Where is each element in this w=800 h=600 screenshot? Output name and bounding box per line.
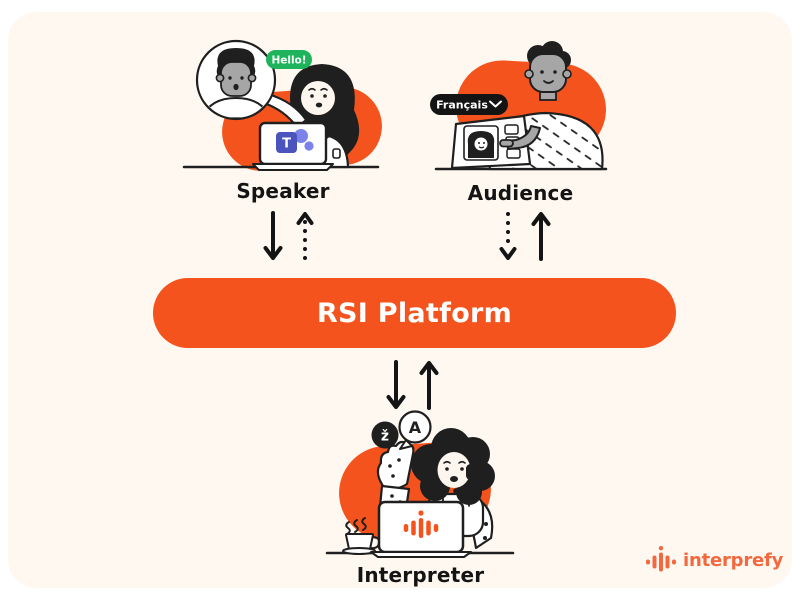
arrow-platform-to-interpreter	[386, 360, 406, 409]
arrow-platform-to-speaker	[296, 212, 314, 260]
arrow-speaker-to-platform	[263, 211, 283, 260]
chevron-down-icon	[489, 100, 502, 108]
video-call-circle	[195, 39, 277, 121]
letter-bubble-text: A	[409, 418, 422, 437]
speaker-label: Speaker	[236, 179, 330, 203]
coffee-cup-icon	[342, 517, 381, 555]
audience-man-head	[524, 41, 572, 93]
language-dropdown-text: Français	[436, 99, 488, 112]
pointing-finger	[499, 139, 514, 148]
interprefy-logo-text: interprefy	[683, 549, 784, 571]
headset-icon	[431, 435, 478, 494]
audience-illustration: Français	[430, 41, 608, 171]
interpreter-laptop-icon	[370, 500, 472, 558]
interpreter-illustration: ž A	[325, 410, 515, 558]
rsi-platform-label: RSI Platform	[316, 297, 513, 329]
speaker-laptop-icon: T	[252, 121, 334, 171]
diagram-card: Hello! T Speaker	[8, 12, 792, 588]
interpreter-label: Interpreter	[356, 563, 485, 587]
interprefy-soundwave-icon	[646, 546, 676, 572]
arrow-interpreter-to-platform	[419, 361, 439, 410]
hello-bubble: Hello!	[266, 50, 312, 69]
audience-label: Audience	[467, 181, 574, 205]
interpreter-node: ž A Interpreter	[323, 410, 518, 587]
arrow-platform-to-audience	[499, 212, 517, 260]
speaker-illustration: Hello! T	[182, 39, 382, 171]
hello-bubble-text: Hello!	[271, 55, 306, 67]
language-bubble-glyph: ž	[381, 429, 389, 445]
language-bubble	[371, 421, 399, 449]
arrow-audience-to-platform	[531, 212, 551, 261]
teams-letter: T	[282, 137, 291, 152]
letter-bubble	[398, 410, 432, 444]
language-dropdown: Français	[430, 94, 508, 115]
rsi-platform-pill: RSI Platform	[153, 278, 676, 348]
interprefy-logo: interprefy	[645, 545, 783, 575]
audience-node: Français Audience	[428, 38, 613, 205]
soundwave-icon	[403, 510, 439, 538]
translate-bubbles: ž A	[371, 410, 432, 450]
speaker-node: Hello! T Speaker	[180, 36, 386, 203]
microsoft-teams-icon: T	[276, 129, 314, 153]
